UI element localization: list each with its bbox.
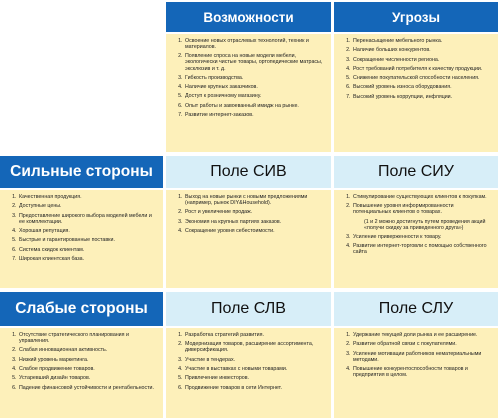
- list-item: Снижение покупательской способности насе…: [352, 75, 492, 81]
- list-item: Предоставление широкого выбора моделей м…: [18, 213, 157, 225]
- row-header-strengths-label: Сильные стороны: [10, 163, 153, 180]
- field-header-siv: Поле СИВ: [166, 156, 331, 188]
- weaknesses-list: Отсутствие стратегического планирования …: [6, 332, 157, 391]
- siu-list: Стимулирование существующих клиентов к п…: [340, 194, 492, 256]
- list-item: Высокий уровень износа оборудования.: [352, 84, 492, 90]
- list-item: Развитие интернет-заказов.: [184, 112, 325, 118]
- list-item: Перенасыщение мебельного рынка.: [352, 38, 492, 44]
- list-item: Слабая инновационная активность.: [18, 347, 157, 353]
- list-item: Развитие интернет-торговли с помощью соб…: [352, 243, 492, 255]
- field-header-siv-label: Поле СИВ: [210, 163, 287, 180]
- column-header-threats: Угрозы: [334, 2, 498, 32]
- siv-box: Выход на новые рынки с новыми предложени…: [166, 190, 331, 288]
- list-item: Доступ к розничному магазину.: [184, 93, 325, 99]
- column-header-opportunities-label: Возможности: [203, 9, 294, 25]
- list-item: Система скидок клиентам.: [18, 247, 157, 253]
- siu-box: Стимулирование существующих клиентов к п…: [334, 190, 498, 288]
- list-item: Повышение уровня информированности потен…: [352, 203, 492, 215]
- field-header-slu-label: Поле СЛУ: [378, 300, 454, 317]
- row-header-weaknesses: Слабые стороны: [0, 292, 163, 326]
- list-item: Быстрые и гарантированные поставки.: [18, 237, 157, 243]
- list-item: Повышение конкурентоспособности товаров …: [352, 366, 492, 378]
- list-item: Гибкость производства.: [184, 75, 325, 81]
- list-item: Наличие больших конкурентов.: [352, 47, 492, 53]
- list-item: Разработка стратегий развития.: [184, 332, 325, 338]
- list-item: Широкая клиентская база.: [18, 256, 157, 262]
- opportunities-box: Освоение новых отраслевых технологий, те…: [166, 34, 331, 152]
- row-header-strengths: Сильные стороны: [0, 156, 163, 188]
- list-item: Рост и увеличение продаж.: [184, 209, 325, 215]
- list-item: Освоение новых отраслевых технологий, те…: [184, 38, 325, 50]
- list-item: Развитие обратной связи с покупателями.: [352, 341, 492, 347]
- threats-list: Перенасыщение мебельного рынка. Наличие б…: [340, 38, 492, 100]
- list-item: Сокращение численности региона.: [352, 57, 492, 63]
- field-header-slu: Поле СЛУ: [334, 292, 498, 326]
- list-item: Падение финансовой устойчивости и рентаб…: [18, 385, 157, 391]
- list-item: Хорошая репутация.: [18, 228, 157, 234]
- list-item: Продвижение товаров в сети Интернет.: [184, 385, 325, 391]
- list-item: Удержание текущей доли рынка и ее расшир…: [352, 332, 492, 338]
- list-item: Участие в тендерах.: [184, 357, 325, 363]
- opportunities-list: Освоение новых отраслевых технологий, те…: [172, 38, 325, 118]
- list-item: Слабое продвижение товаров.: [18, 366, 157, 372]
- list-item: Появление спроса на новые модели мебели,…: [184, 53, 325, 71]
- strengths-box: Качественная продукция. Доступные цены. Пр…: [0, 190, 163, 288]
- list-item: Высокий уровень коррупции, инфляции.: [352, 94, 492, 100]
- list-item: Рост требований потребителя к качеству п…: [352, 66, 492, 72]
- column-header-opportunities: Возможности: [166, 2, 331, 32]
- list-item: Опыт работы и завоеванный имидж на рынке…: [184, 103, 325, 109]
- list-item: Сокращение уровня себестоимости.: [184, 228, 325, 234]
- strengths-list: Качественная продукция. Доступные цены. Пр…: [6, 194, 157, 262]
- list-item: Наличие крупных заказчиков.: [184, 84, 325, 90]
- field-header-slv-label: Поле СЛВ: [211, 300, 286, 317]
- column-header-threats-label: Угрозы: [391, 9, 441, 25]
- threats-box: Перенасыщение мебельного рынка. Наличие б…: [334, 34, 498, 152]
- list-item: Отсутствие стратегического планирования …: [18, 332, 157, 344]
- list-item: Выход на новые рынки с новыми предложени…: [184, 194, 325, 206]
- slu-list: Удержание текущей доли рынка и ее расшир…: [340, 332, 492, 378]
- slv-box: Разработка стратегий развития. Модернизац…: [166, 328, 331, 418]
- list-item: Доступные цены.: [18, 203, 157, 209]
- list-item: Усиление приверженности к товару.: [352, 234, 492, 240]
- list-item: Участие в выставках с новыми товарами.: [184, 366, 325, 372]
- list-item: Низкий уровень маркетинга.: [18, 357, 157, 363]
- list-item: Привлечение инвесторов.: [184, 375, 325, 381]
- slv-list: Разработка стратегий развития. Модернизац…: [172, 332, 325, 391]
- list-item: Модернизация товаров, расширение ассорти…: [184, 341, 325, 353]
- slu-box: Удержание текущей доли рынка и ее расшир…: [334, 328, 498, 418]
- field-header-siu-label: Поле СИУ: [378, 163, 454, 180]
- siv-list: Выход на новые рынки с новыми предложени…: [172, 194, 325, 234]
- list-item: Устаревший дизайн товаров.: [18, 375, 157, 381]
- list-item: Стимулирование существующих клиентов к п…: [352, 194, 492, 200]
- row-header-weaknesses-label: Слабые стороны: [15, 300, 148, 317]
- list-item: Экономия на крупных партиях заказов.: [184, 219, 325, 225]
- field-header-siu: Поле СИУ: [334, 156, 498, 188]
- list-note: (1 и 2 можно достигнуть путем проведения…: [364, 218, 486, 231]
- weaknesses-box: Отсутствие стратегического планирования …: [0, 328, 163, 418]
- list-item: Усиление мотивации работников нематериал…: [352, 351, 492, 363]
- field-header-slv: Поле СЛВ: [166, 292, 331, 326]
- list-item: Качественная продукция.: [18, 194, 157, 200]
